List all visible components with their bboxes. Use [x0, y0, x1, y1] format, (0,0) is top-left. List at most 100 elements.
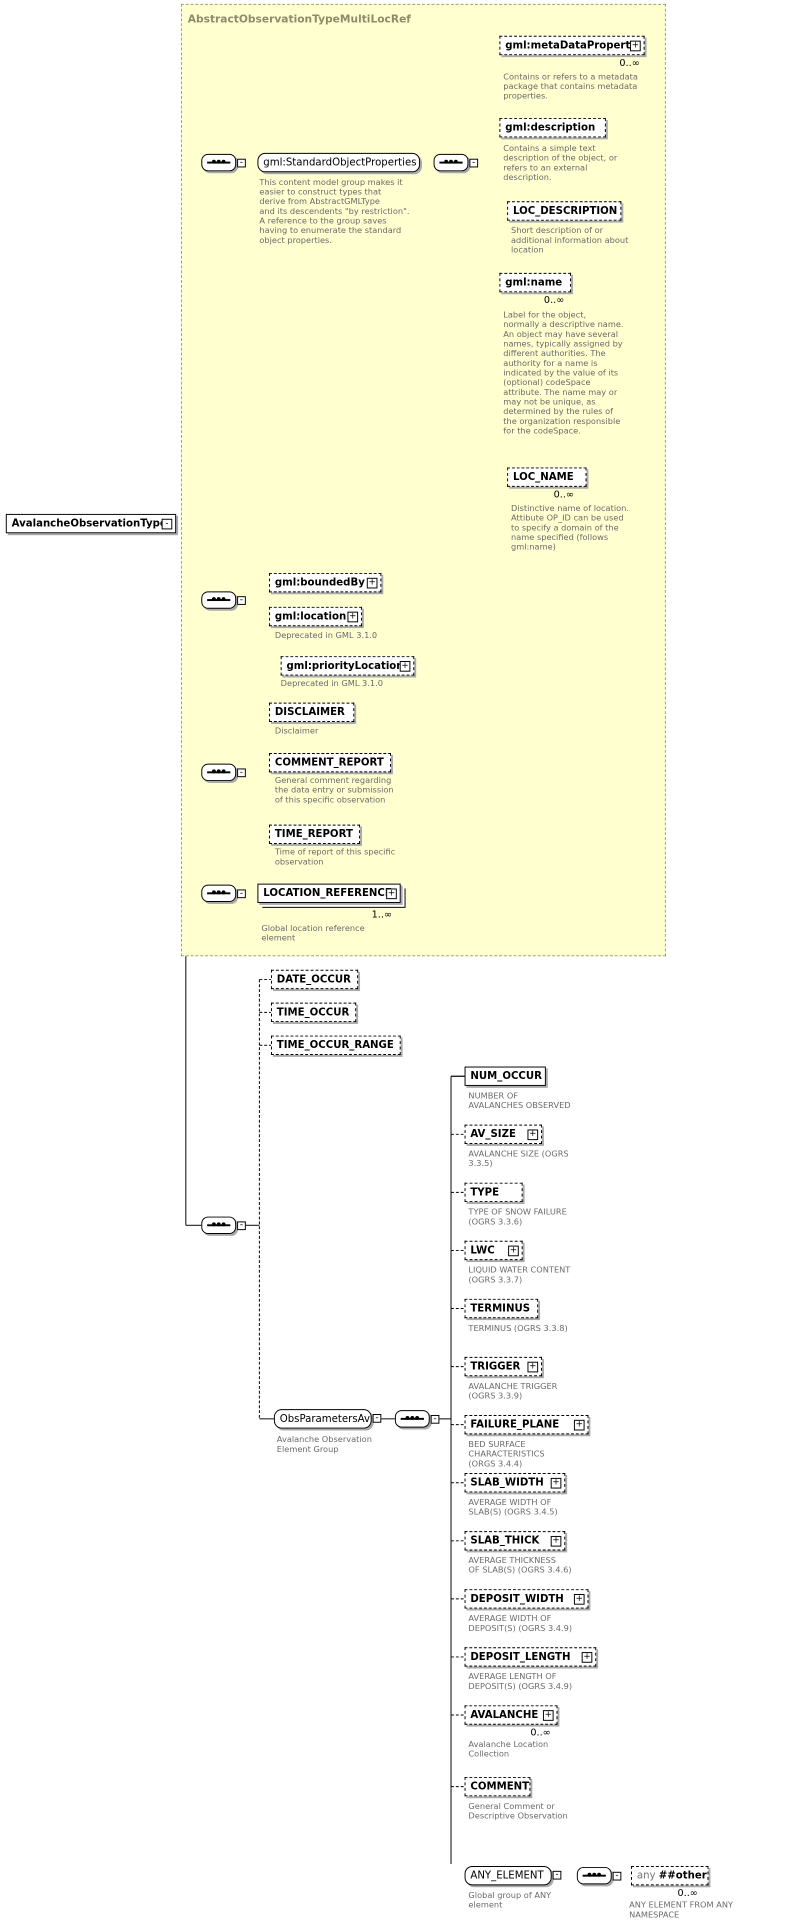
cardinality: 0..∞ — [677, 1888, 698, 1899]
expand-icon[interactable]: + — [347, 611, 359, 623]
expand-icon[interactable]: + — [366, 577, 378, 589]
group-collapse-icon[interactable]: - — [552, 1870, 562, 1880]
expand-icon[interactable]: + — [527, 1129, 539, 1141]
expand-icon[interactable]: + — [399, 661, 411, 672]
element-label: AVALANCHE — [470, 1709, 539, 1721]
element-desc: Deprecated in GML 3.1.0 — [274, 631, 378, 641]
expand-icon[interactable]: + — [550, 1535, 562, 1547]
gml-prioritylocation-element[interactable]: gml:priorityLocation + — [280, 656, 415, 676]
expand-icon[interactable]: + — [542, 1710, 554, 1721]
gml-name-element[interactable]: gml:name — [499, 272, 572, 293]
element-desc: Avalanche Location Collection — [468, 1740, 549, 1760]
any-element-desc: Global group of ANY element — [468, 1891, 552, 1911]
obs-param-element[interactable]: DEPOSIT_WIDTH+ — [464, 1589, 589, 1609]
sequence-compositor-location-ref — [201, 884, 237, 903]
sequence-collapse-icon[interactable]: - — [612, 1871, 622, 1881]
element-label: COMMENT_REPORT — [274, 756, 384, 769]
element-label: gml:name — [505, 276, 563, 289]
element-label: TERMINUS — [470, 1302, 531, 1315]
loc-description-element[interactable]: LOC_DESCRIPTION — [507, 201, 622, 221]
element-desc: AVERAGE WIDTH OF SLAB(S) (OGRS 3.4.5) — [468, 1498, 558, 1518]
standard-object-properties-desc: This content model group makes it easier… — [259, 178, 410, 246]
element-label: SLAB_WIDTH — [470, 1476, 544, 1489]
element-label: TRIGGER — [470, 1360, 521, 1373]
obs-param-element[interactable]: AVALANCHE+ — [464, 1705, 558, 1725]
element-desc: Deprecated in GML 3.1.0 — [280, 679, 383, 690]
obs-param-element[interactable]: NUM_OCCUR — [464, 1066, 546, 1086]
element-label: DEPOSIT_LENGTH — [470, 1651, 571, 1663]
obs-param-element[interactable]: DEPOSIT_LENGTH + — [464, 1647, 597, 1667]
element-label: SLAB_THICK — [470, 1534, 540, 1547]
choice-collapse-icon[interactable]: - — [237, 596, 246, 605]
cardinality: 0..∞ — [530, 1727, 551, 1739]
element-desc: NUMBER OF AVALANCHES OBSERVED — [468, 1091, 571, 1112]
obs-parameters-av-group[interactable]: ObsParametersAv — [273, 1409, 372, 1429]
obs-param-element[interactable]: SLAB_THICK + — [464, 1531, 566, 1551]
obs-param-element[interactable]: SLAB_WIDTH + — [464, 1473, 566, 1493]
group-collapse-icon[interactable]: - — [372, 1414, 382, 1423]
expand-icon[interactable]: + — [573, 1594, 585, 1605]
element-label: DISCLAIMER — [274, 706, 345, 719]
choice-compositor-location — [201, 591, 237, 609]
sequence-collapse-icon[interactable]: - — [237, 158, 246, 168]
sequence-collapse-icon[interactable]: - — [469, 158, 479, 168]
expand-icon[interactable]: + — [550, 1477, 562, 1489]
element-desc: TYPE OF SNOW FAILURE (OGRS 3.3.6) — [468, 1207, 567, 1228]
obs-param-element[interactable]: TYPE — [464, 1182, 523, 1203]
element-desc: General comment regarding the data entry… — [274, 776, 394, 806]
time-occur-element[interactable]: TIME_OCCUR — [270, 1002, 357, 1023]
element-label: TIME_REPORT — [274, 828, 353, 841]
time-occur-range-element[interactable]: TIME_OCCUR_RANGE — [270, 1035, 401, 1055]
expand-icon[interactable]: + — [508, 1245, 519, 1257]
sequence-collapse-icon[interactable]: - — [237, 768, 246, 778]
element-desc: General Comment or Descriptive Observati… — [468, 1802, 568, 1822]
expand-icon[interactable]: + — [386, 888, 397, 900]
element-label: LOC_NAME — [512, 471, 574, 483]
element-desc: TERMINUS (OGRS 3.3.8) — [468, 1324, 568, 1334]
obs-param-element[interactable]: LWC + — [464, 1240, 523, 1261]
element-label: gml:location — [274, 610, 347, 623]
collapse-icon[interactable]: - — [161, 518, 173, 530]
disclaimer-element[interactable]: DISCLAIMER — [269, 702, 355, 723]
element-label: gml:description — [505, 121, 596, 134]
obs-param-element[interactable]: TERMINUS — [464, 1298, 539, 1319]
sequence-collapse-icon[interactable]: - — [237, 889, 246, 899]
sequence-compositor-obs — [394, 1410, 430, 1428]
time-report-element[interactable]: TIME_REPORT — [269, 824, 361, 844]
comment-report-element[interactable]: COMMENT_REPORT — [269, 752, 392, 773]
date-occur-element[interactable]: DATE_OCCUR — [270, 969, 359, 990]
any-wildcard[interactable]: any ##other — [631, 1865, 709, 1886]
gml-description-element[interactable]: gml:description — [499, 118, 606, 138]
element-label: LWC — [470, 1244, 495, 1257]
obs-param-element[interactable]: FAILURE_PLANE+ — [464, 1414, 589, 1435]
root-element-label: AvalancheObservationType — [11, 517, 167, 530]
any-element-group[interactable]: ANY_ELEMENT — [464, 1865, 552, 1886]
sequence-collapse-icon[interactable]: - — [430, 1414, 440, 1424]
gml-metadataproperty-element[interactable]: gml:metaDataProperty + — [499, 35, 645, 56]
sequence-compositor-gml — [433, 153, 469, 172]
sequence-collapse-icon[interactable]: - — [237, 1221, 246, 1231]
element-label: gml:priorityLocation — [286, 660, 404, 672]
expand-icon[interactable]: + — [630, 40, 641, 52]
root-element[interactable]: AvalancheObservationType - — [5, 513, 177, 534]
element-desc: AVALANCHE SIZE (OGRS 3.3.5) — [468, 1149, 569, 1170]
element-desc: Global location reference element — [261, 924, 365, 944]
gml-location-element[interactable]: gml:location + — [269, 606, 362, 627]
obs-param-element[interactable]: TRIGGER + — [464, 1356, 542, 1377]
standard-object-properties-group[interactable]: gml:StandardObjectProperties — [257, 152, 421, 173]
expand-icon[interactable]: + — [581, 1652, 593, 1663]
obs-parameters-av-desc: Avalanche Observation Element Group — [276, 1435, 372, 1455]
expand-icon[interactable]: + — [573, 1419, 585, 1431]
expand-icon[interactable]: + — [527, 1361, 539, 1373]
obs-param-element[interactable]: AV_SIZE+ — [464, 1124, 542, 1144]
cardinality: 0..∞ — [543, 295, 565, 306]
obs-param-element[interactable]: COMMENT — [464, 1776, 531, 1797]
element-desc: AVERAGE THICKNESS OF SLAB(S) (OGRS 3.4.6… — [468, 1556, 572, 1576]
loc-name-element[interactable]: LOC_NAME — [507, 467, 587, 487]
element-desc: Distinctive name of location. Attibute O… — [511, 504, 629, 553]
location-reference-element[interactable]: LOCATION_REFERENCE + — [257, 883, 401, 903]
gml-boundedby-element[interactable]: gml:boundedBy + — [269, 572, 382, 593]
sequence-compositor-any — [576, 1866, 612, 1885]
element-desc: AVERAGE WIDTH OF DEPOSIT(S) (OGRS 3.4.9) — [468, 1614, 573, 1634]
standard-object-properties-label: gml:StandardObjectProperties — [263, 156, 417, 169]
